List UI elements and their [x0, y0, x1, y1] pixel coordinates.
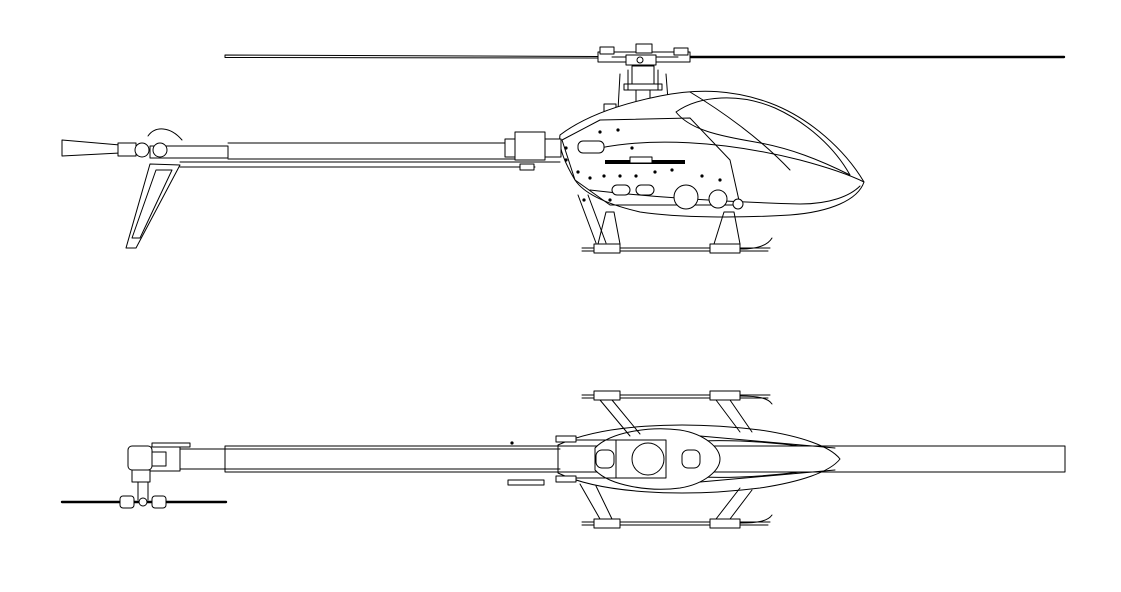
top-landing-gear: [579, 390, 773, 529]
side-tail-rotor: [61, 128, 229, 249]
top-tail-rotor: [60, 442, 228, 509]
top-frame: [507, 428, 721, 490]
side-landing-gear: [581, 211, 773, 254]
side-main-rotor: [224, 43, 1066, 66]
side-tail-boom: [179, 131, 562, 171]
side-canopy: [559, 90, 865, 218]
side-view: [61, 43, 1066, 254]
side-frame: [561, 117, 744, 244]
top-view: [60, 390, 1066, 529]
